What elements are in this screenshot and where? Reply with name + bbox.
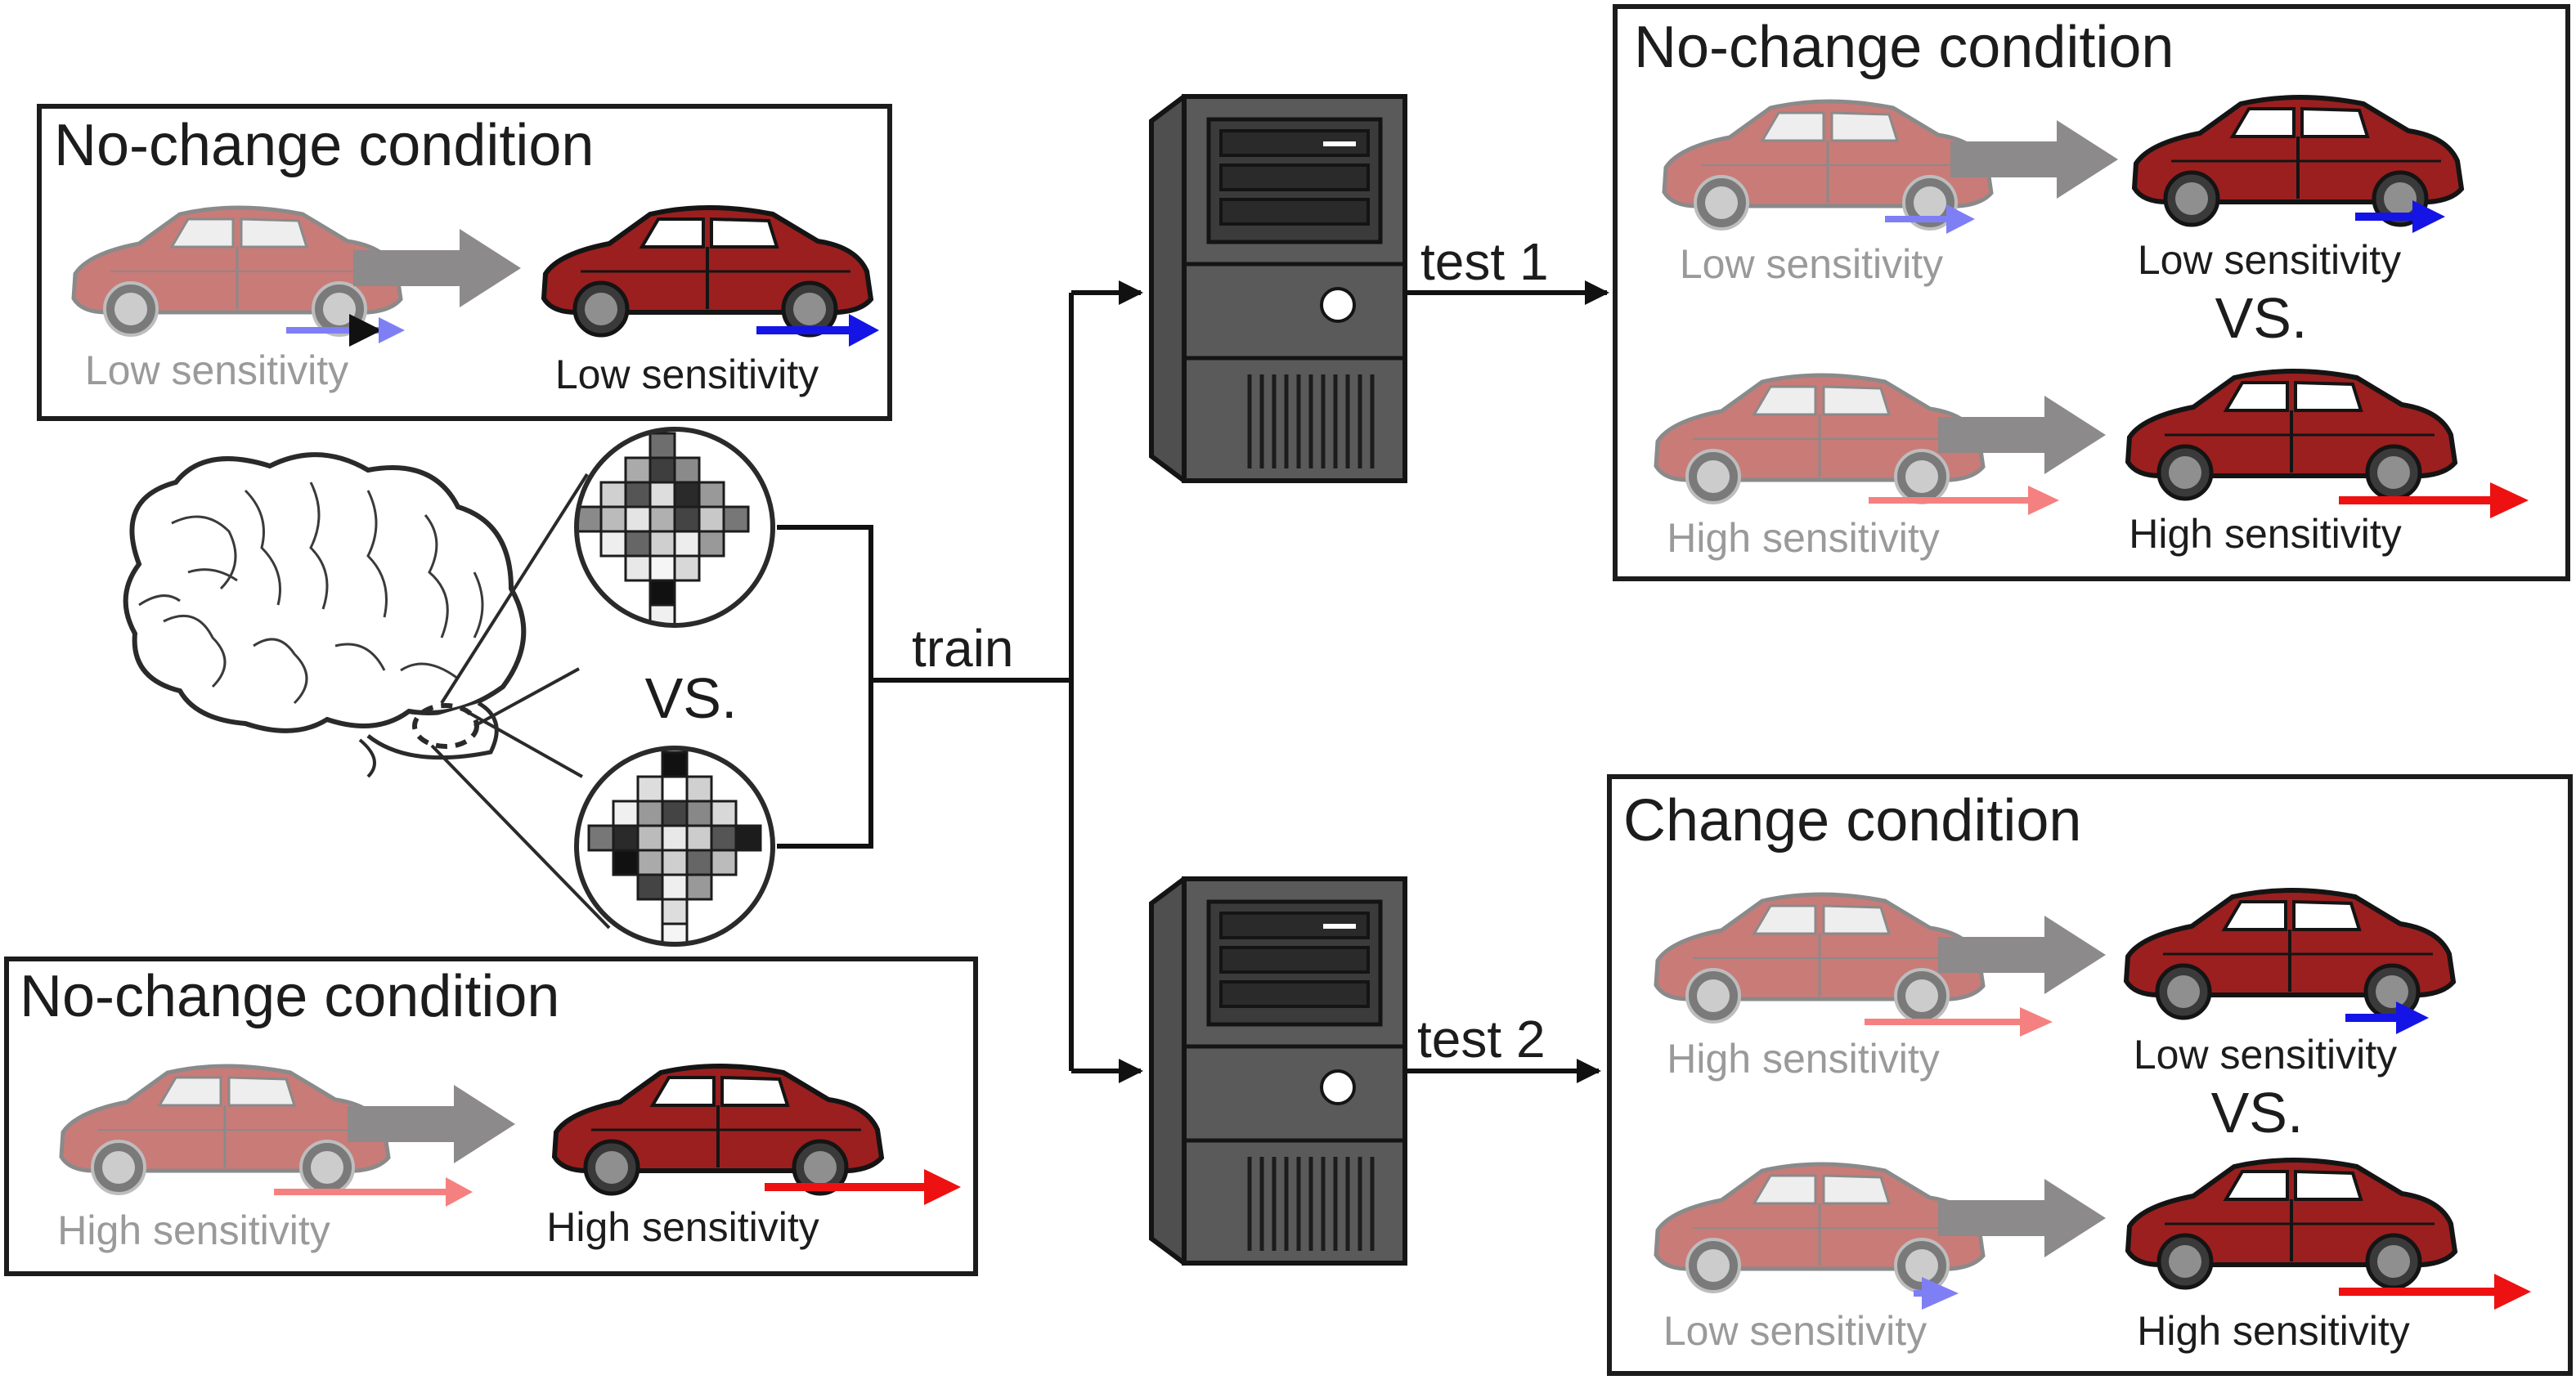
row1-before-label: Low sensitivity bbox=[1680, 241, 1943, 287]
pattern-vs-label: VS. bbox=[645, 666, 738, 730]
panel-title: No-change condition bbox=[54, 113, 594, 178]
test1-label: test 1 bbox=[1420, 232, 1549, 291]
after-label: Low sensitivity bbox=[555, 352, 819, 397]
left-top-panel: No-change condition Low sensitivity Low … bbox=[37, 104, 892, 421]
panel-title: Change condition bbox=[1623, 788, 2081, 854]
row1-after-label: Low sensitivity bbox=[2134, 1032, 2397, 1078]
voxel-pattern-icon bbox=[577, 748, 773, 944]
test2-label: test 2 bbox=[1417, 1010, 1546, 1069]
vs-label: VS. bbox=[2215, 286, 2308, 350]
row2-after-label: High sensitivity bbox=[2129, 511, 2401, 557]
flow-lines bbox=[777, 280, 1609, 1083]
panel-title: No-change condition bbox=[1634, 15, 2174, 80]
brain-icon bbox=[123, 452, 611, 930]
panel-frame bbox=[1613, 4, 2570, 581]
after-label: High sensitivity bbox=[546, 1204, 819, 1250]
before-label: High sensitivity bbox=[57, 1208, 330, 1253]
row2-before-label: High sensitivity bbox=[1667, 515, 1939, 561]
left-bottom-panel: No-change condition High sensitivity Hig… bbox=[4, 957, 978, 1276]
row1-before-label: High sensitivity bbox=[1667, 1036, 1939, 1082]
voxel-pattern-icon bbox=[577, 429, 773, 625]
panel-title: No-change condition bbox=[20, 964, 559, 1029]
row1-after-label: Low sensitivity bbox=[2138, 237, 2401, 283]
test2-panel: Change condition High sensitivity Low se… bbox=[1607, 774, 2573, 1376]
test1-panel: No-change condition Low sensitivity Low … bbox=[1613, 4, 2570, 581]
row2-after-label: High sensitivity bbox=[2137, 1308, 2409, 1354]
row2-before-label: Low sensitivity bbox=[1663, 1308, 1927, 1354]
train-label: train bbox=[912, 619, 1014, 678]
server-icon bbox=[1151, 96, 1405, 481]
vs-label: VS. bbox=[2211, 1081, 2304, 1145]
before-label: Low sensitivity bbox=[85, 347, 348, 393]
server-icon bbox=[1151, 879, 1405, 1263]
